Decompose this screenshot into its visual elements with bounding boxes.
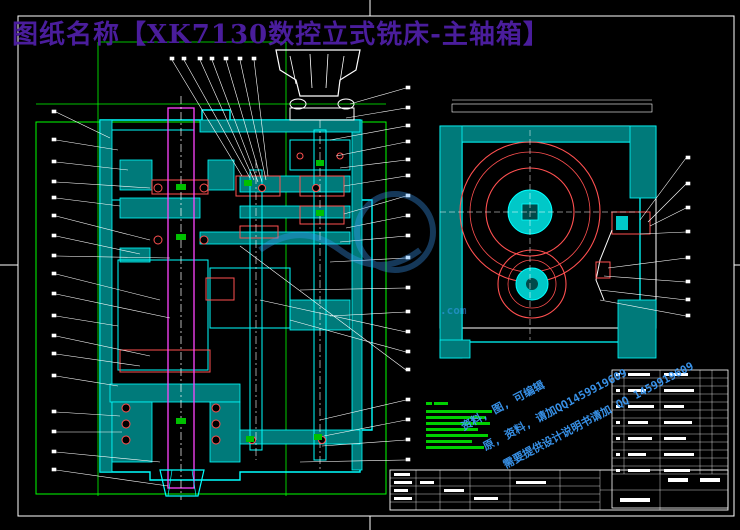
gear-train-view	[439, 99, 691, 359]
watermark-logo	[258, 191, 436, 273]
technical-notes	[426, 402, 492, 449]
drawing-title: 图纸名称【XK7130数控立式铣床-主轴箱】	[12, 20, 550, 50]
handwheel-icon	[275, 49, 361, 121]
spindle-head-section	[35, 41, 411, 500]
parts-list	[611, 369, 729, 509]
sheet-frame	[17, 15, 735, 517]
title-block	[389, 469, 729, 511]
watermark-site: .com	[440, 304, 467, 317]
